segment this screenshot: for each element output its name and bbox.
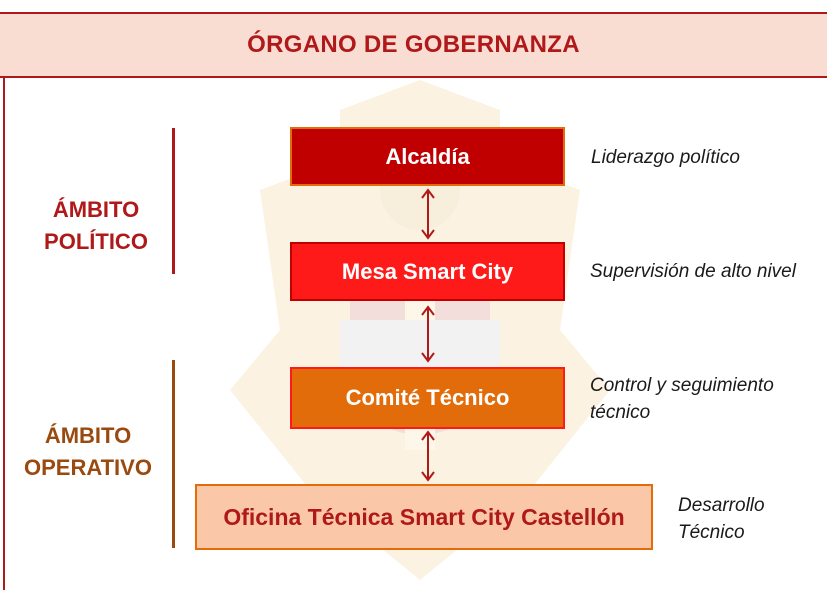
arrow-comite-oficina: [421, 430, 435, 482]
note-mesa: Supervisión de alto nivel: [590, 258, 796, 285]
box-mesa-label: Mesa Smart City: [341, 258, 514, 284]
box-comite-tecnico: Comité Técnico: [290, 367, 565, 429]
note-mesa-line1: Supervisión de alto nivel: [590, 261, 796, 282]
note-alcaldia-line1: Liderazgo político: [591, 147, 740, 168]
note-comite: Control y seguimiento técnico: [590, 372, 774, 426]
box-alcaldia-label: Alcaldía: [385, 143, 470, 169]
box-comite-label: Comité Técnico: [345, 385, 510, 410]
section-label-politico: ÁMBITO POLÍTICO: [16, 194, 176, 258]
note-oficina-line2: Técnico: [678, 522, 745, 543]
note-alcaldia: Liderazgo político: [591, 144, 740, 171]
politico-line1: ÁMBITO: [52, 197, 140, 222]
box-oficina-label: Oficina Técnica Smart City Castellón: [223, 503, 625, 530]
note-oficina: Desarrollo Técnico: [678, 492, 765, 546]
politico-line2: POLÍTICO: [44, 229, 148, 254]
box-mesa-smart-city: Mesa Smart City: [290, 242, 565, 301]
operativo-line1: ÁMBITO: [44, 423, 132, 448]
section-label-operativo: ÁMBITO OPERATIVO: [8, 420, 168, 484]
note-comite-line1: Control y seguimiento: [590, 375, 774, 396]
diagram-title: ÓRGANO DE GOBERNANZA: [247, 31, 580, 58]
operativo-bracket: [172, 360, 175, 548]
box-oficina-tecnica: Oficina Técnica Smart City Castellón: [195, 484, 653, 550]
left-border-line: [3, 76, 5, 590]
note-comite-line2: técnico: [590, 402, 651, 423]
box-alcaldia: Alcaldía: [290, 127, 565, 186]
operativo-line2: OPERATIVO: [24, 455, 152, 480]
note-oficina-line1: Desarrollo: [678, 495, 765, 516]
arrow-alcaldia-mesa: [421, 188, 435, 240]
politico-bracket: [172, 128, 175, 274]
arrow-mesa-comite: [421, 305, 435, 363]
title-banner: ÓRGANO DE GOBERNANZA: [0, 12, 827, 78]
